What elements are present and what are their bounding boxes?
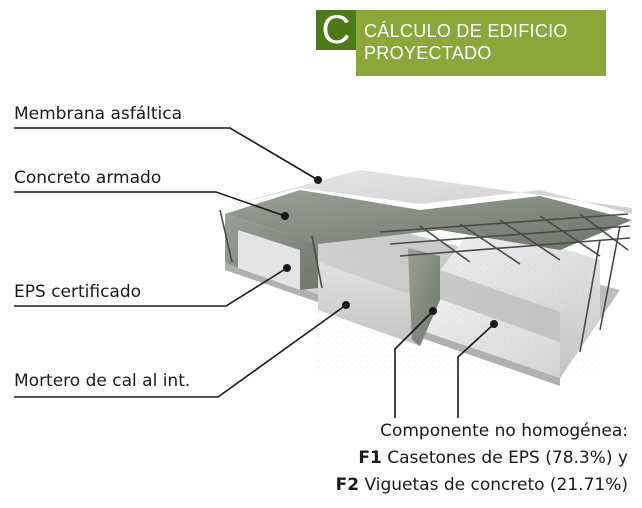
f2-tag: F2 (335, 475, 360, 495)
composition-caption: Componente no homogénea: F1 Casetones de… (336, 418, 628, 499)
dot-joist (429, 307, 437, 315)
concrete-joist (408, 248, 440, 346)
section-header: C CÁLCULO DE EDIFICIO PROYECTADO (316, 10, 606, 76)
leader-eps-block (457, 323, 495, 418)
leader-eps (14, 267, 288, 307)
caption-line2: F1 Casetones de EPS (78.3%) y (336, 445, 628, 472)
section-letter: C (316, 10, 356, 50)
leader-joist (394, 310, 434, 418)
f1-tag: F1 (358, 448, 382, 468)
leader-concreto (14, 191, 286, 217)
leader-mortero (14, 304, 347, 398)
dot-concreto (281, 212, 289, 220)
f2-text: Viguetas de concreto (21.71%) (364, 475, 629, 495)
dot-eps-block (490, 320, 498, 328)
rebar-mesh (219, 209, 631, 353)
dot-eps (283, 264, 291, 272)
caption-line1: Componente no homogénea: (380, 421, 628, 441)
section-title-line1: CÁLCULO DE EDIFICIO (364, 21, 568, 41)
label-concreto: Concreto armado (14, 168, 162, 188)
caption-line3: F2 Viguetas de concreto (21.71%) (336, 472, 628, 499)
label-membrana: Membrana asfáltica (14, 104, 183, 124)
f1-text: Casetones de EPS (78.3%) y (387, 448, 628, 468)
section-title-box: CÁLCULO DE EDIFICIO PROYECTADO (356, 10, 606, 76)
section-title: CÁLCULO DE EDIFICIO PROYECTADO (364, 20, 600, 64)
concrete-slab (225, 190, 632, 250)
leader-membrana (14, 127, 319, 181)
concrete-left-section (225, 214, 318, 290)
leader-dots (281, 176, 498, 328)
label-eps: EPS certificado (14, 282, 142, 302)
label-mortero: Mortero de cal al int. (14, 371, 191, 391)
dot-membrana (314, 176, 322, 184)
dot-mortero (342, 301, 350, 309)
section-title-line2: PROYECTADO (364, 43, 492, 63)
asphalt-membrane (220, 170, 632, 214)
leader-lines (14, 127, 495, 418)
